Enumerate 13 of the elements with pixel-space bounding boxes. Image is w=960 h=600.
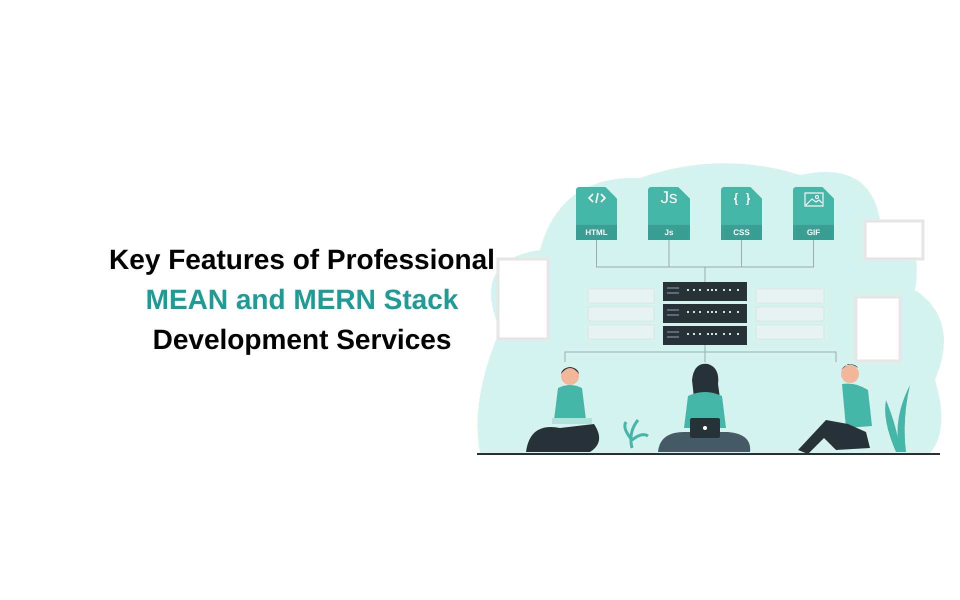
file-icon [576, 187, 617, 240]
file-icon [648, 187, 690, 240]
file-icon [721, 187, 762, 240]
server-rack-drawing [663, 282, 747, 345]
file-type-label: GIF [793, 225, 834, 240]
connector-line [704, 240, 814, 282]
file-type-label: CSS [721, 225, 762, 240]
file-glyph-text: Js [660, 188, 678, 208]
file-icon [793, 187, 834, 240]
title: Key Features of Professional MEAN and MERN Stack Development Services [108, 243, 496, 357]
file-type-label: HTML [576, 225, 617, 240]
connector-line [704, 344, 836, 362]
file-type-label: Js [648, 225, 690, 240]
